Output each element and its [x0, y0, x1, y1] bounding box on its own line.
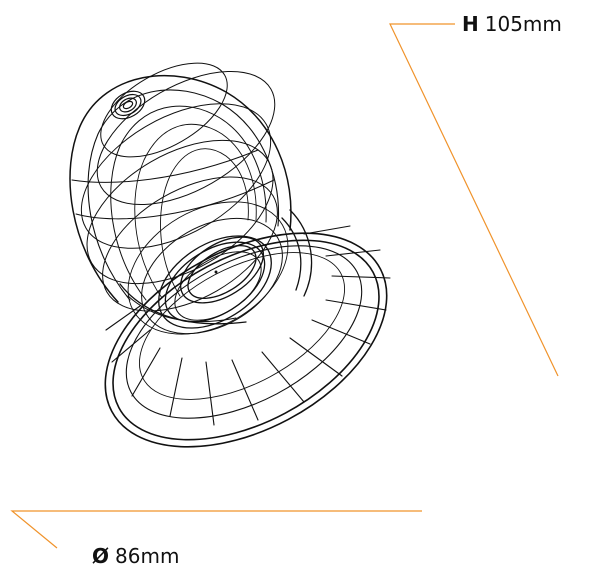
diameter-dimension-line	[10, 510, 422, 549]
wireframe-dome-camera-icon	[69, 62, 391, 448]
diameter-leader	[10, 510, 422, 549]
height-leader	[389, 23, 559, 377]
lens-housing	[179, 236, 265, 304]
dome-rings	[71, 62, 278, 312]
height-dimension-line	[389, 23, 559, 377]
neck	[119, 201, 313, 335]
diameter-value: 86mm	[115, 544, 180, 568]
dome	[69, 74, 292, 303]
diameter-symbol: Ø	[92, 544, 110, 568]
top-sensor-icon	[110, 90, 146, 120]
height-symbol: H	[462, 12, 479, 36]
height-value: 105mm	[484, 12, 562, 36]
